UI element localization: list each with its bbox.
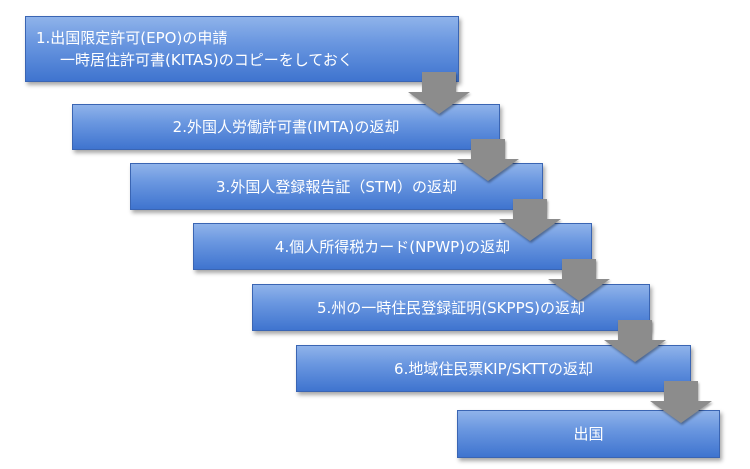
step-7-label: 出国 bbox=[573, 425, 604, 443]
step-3-box: 3.外国人登録報告証（STM）の返却 bbox=[130, 163, 543, 210]
step-5-label: 5.州の一時住民登録証明(SKPPS)の返却 bbox=[317, 298, 585, 317]
step-2-label: 2.外国人労働許可書(IMTA)の返却 bbox=[172, 118, 400, 136]
step-6-label: 6.地域住民票KIP/SKTTの返却 bbox=[394, 359, 593, 378]
step-1-label-line1: 1.出国限定許可(EPO)の申請 bbox=[36, 29, 228, 47]
step-3-label: 3.外国人登録報告証（STM）の返却 bbox=[216, 177, 457, 196]
step-1-box: 1.出国限定許可(EPO)の申請 一時居住許可書(KITAS)のコピーをしておく bbox=[25, 16, 459, 82]
step-4-box: 4.個人所得税カード(NPWP)の返却 bbox=[193, 223, 592, 270]
step-1-label-line2: 一時居住許可書(KITAS)のコピーをしておく bbox=[60, 51, 353, 69]
step-4-label: 4.個人所得税カード(NPWP)の返却 bbox=[274, 237, 511, 256]
